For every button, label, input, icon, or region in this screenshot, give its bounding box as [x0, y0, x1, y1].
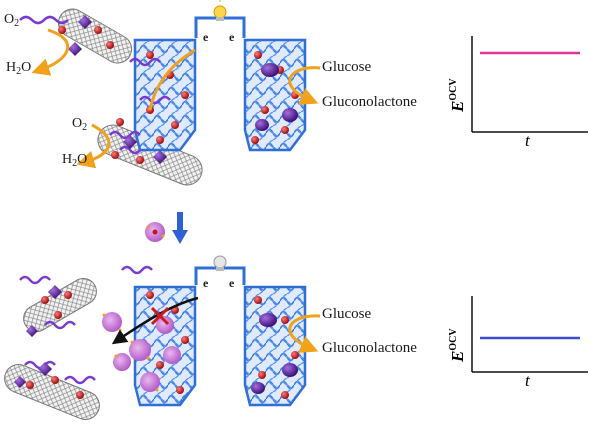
graph-bottom: [471, 296, 588, 373]
top-cell: [19, 0, 321, 186]
laccase-diamonds-bottom: [14, 285, 62, 388]
h2o-label-top: H2O: [6, 60, 32, 77]
inhibitor-particles-bottom: [102, 312, 181, 392]
cnt-tube-bottom-2: [4, 364, 100, 420]
graph-top-xlabel: t: [525, 131, 530, 150]
lightbulb-on-icon: [213, 0, 227, 21]
gluconolactone-label-bottom: Gluconolactone: [322, 340, 417, 356]
o2-label-mid: O2: [72, 116, 88, 133]
h2o-label-mid: H2O: [62, 152, 88, 169]
glucose-label-top: Glucose: [322, 59, 372, 75]
squiggle-top-1: [19, 15, 69, 25]
cross-mark-icon: [150, 306, 170, 326]
electron-label-top-right: e: [229, 30, 235, 44]
graph-bottom-xlabel: t: [525, 371, 530, 390]
squiggle-top-2: [129, 57, 161, 67]
redox-balls-top: [58, 26, 299, 164]
squiggle-bottom-1: [19, 275, 51, 285]
squiggle-bottom-4: [64, 375, 96, 385]
electron-label-top-left: e: [203, 30, 209, 44]
graph-bottom-ylabel: EOCV: [448, 328, 467, 362]
squiggle-top-4: [139, 95, 171, 105]
glucose-arrow-top: [288, 66, 321, 105]
o2-label-top: O2: [4, 12, 20, 29]
electron-arrow-top: [148, 48, 196, 111]
bottom-cell: [4, 255, 321, 420]
o2-reaction-arrow-top-2: [76, 123, 111, 169]
gluconolactone-label-top: Gluconolactone: [322, 94, 417, 110]
glucose-label-bottom: Glucose: [322, 306, 372, 322]
cnt-tube-top-1: [57, 8, 133, 64]
graph-top-ylabel: EOCV: [448, 78, 467, 112]
down-arrow-icon: [172, 212, 188, 244]
squiggle-top-5: [119, 145, 141, 155]
squiggle-top-3: [109, 130, 141, 140]
squiggle-bottom-2: [44, 320, 76, 330]
o2-reaction-arrow-top-1: [31, 28, 70, 76]
cathode-electrode-top: [133, 38, 197, 152]
laccase-diamonds-top: [68, 15, 167, 164]
lightbulb-off-icon: [213, 255, 227, 271]
gox-enzymes-bottom: [251, 313, 298, 394]
blocked-electron-arrow: [111, 296, 199, 345]
graph-top: [471, 36, 588, 133]
inhibitor-particle: [145, 222, 165, 242]
squiggle-bottom-5: [121, 265, 153, 275]
electron-label-bottom-right: e: [229, 276, 235, 290]
gox-enzymes-top: [255, 63, 298, 131]
glucose-arrow-bottom: [288, 314, 321, 353]
electron-label-bottom-left: e: [203, 276, 209, 290]
